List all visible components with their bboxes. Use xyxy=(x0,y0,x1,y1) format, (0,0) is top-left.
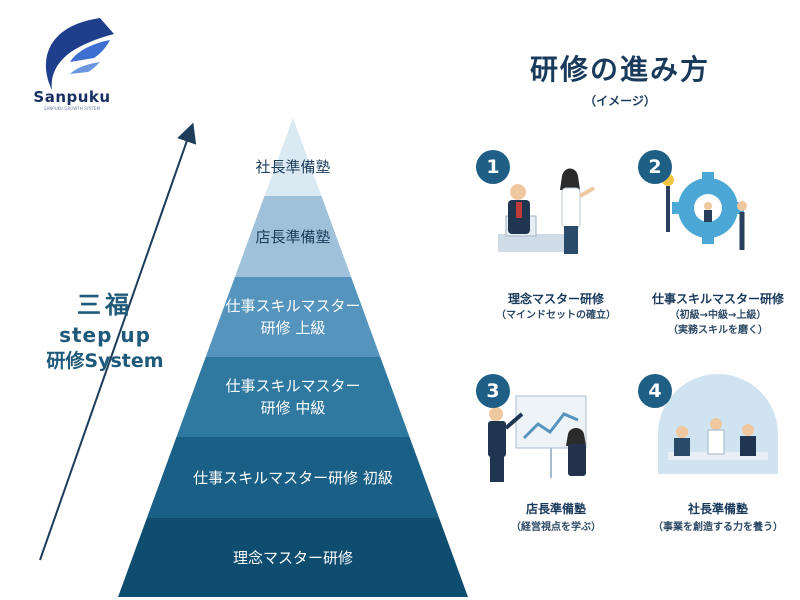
process-title: 研修の進み方 xyxy=(529,53,710,86)
tier-philosophy xyxy=(118,518,468,597)
gear-teamwork-illustration xyxy=(662,172,747,250)
side-title-line2: step up xyxy=(59,323,151,347)
step-1-card: 1 理念マスター研修 （マインドセットの確立） xyxy=(476,150,636,330)
step-2-card: 2 仕事スキルマスター研修 （初級→中級→上級） （実務スキルを磨く） xyxy=(638,150,798,350)
logo-tagline: SANPUKU GROWTH SYSTEM xyxy=(43,106,101,111)
tier-store-manager xyxy=(234,196,352,277)
side-title-line1: 三福 xyxy=(77,291,133,319)
tier-label-store-manager: 店長準備塾 xyxy=(255,227,331,246)
step-1-desc: （マインドセットの確立） xyxy=(496,310,616,321)
step-up-arrow xyxy=(39,122,197,561)
step-1-title: 理念マスター研修 xyxy=(507,292,604,306)
step-number-badge: 3 xyxy=(476,374,510,408)
step-2-title: 仕事スキルマスター研修 xyxy=(651,292,784,306)
step-4-card: 4 社長準備塾 （事業を創造する力を養う） xyxy=(638,374,798,554)
step-3-card: 3 店長準備塾 （経営視点を学ぶ） xyxy=(476,374,636,554)
step-up-system-title: 三福 step up 研修System xyxy=(20,288,190,374)
logo-wordmark: Sanpuku xyxy=(33,88,111,106)
side-title-line3: 研修System xyxy=(46,350,164,372)
step-4-desc: （事業を創造する力を養う） xyxy=(653,522,783,533)
step-3-desc: （経営視点を学ぶ） xyxy=(511,522,601,533)
meeting-illustration xyxy=(498,168,595,254)
tier-president xyxy=(264,118,322,196)
step-2-desc: （初級→中級→上級） （実務スキルを磨く） xyxy=(668,310,768,336)
tier-label-philosophy: 理念マスター研修 xyxy=(232,548,353,567)
tier-skill-beginner xyxy=(146,437,440,518)
sanpuku-logo xyxy=(45,18,114,90)
tier-skill-intermediate xyxy=(176,357,410,437)
step-number-badge: 4 xyxy=(638,374,672,408)
step-number-badge: 2 xyxy=(638,150,672,184)
tier-label-skill-intermediate: 仕事スキルマスター 研修 中級 xyxy=(225,377,361,417)
presentation-illustration xyxy=(488,395,587,482)
tier-label-skill-beginner: 仕事スキルマスター研修 初級 xyxy=(193,468,393,487)
board-meeting-illustration xyxy=(658,374,778,474)
step-3-title: 店長準備塾 xyxy=(525,502,586,516)
step-number-badge: 1 xyxy=(476,150,510,184)
tier-label-president: 社長準備塾 xyxy=(255,158,331,176)
tier-label-skill-advanced: 仕事スキルマスター 研修 上級 xyxy=(225,297,361,337)
step-4-title: 社長準備塾 xyxy=(687,502,748,516)
tier-skill-advanced xyxy=(205,277,381,357)
process-subtitle: （イメージ） xyxy=(584,94,656,108)
